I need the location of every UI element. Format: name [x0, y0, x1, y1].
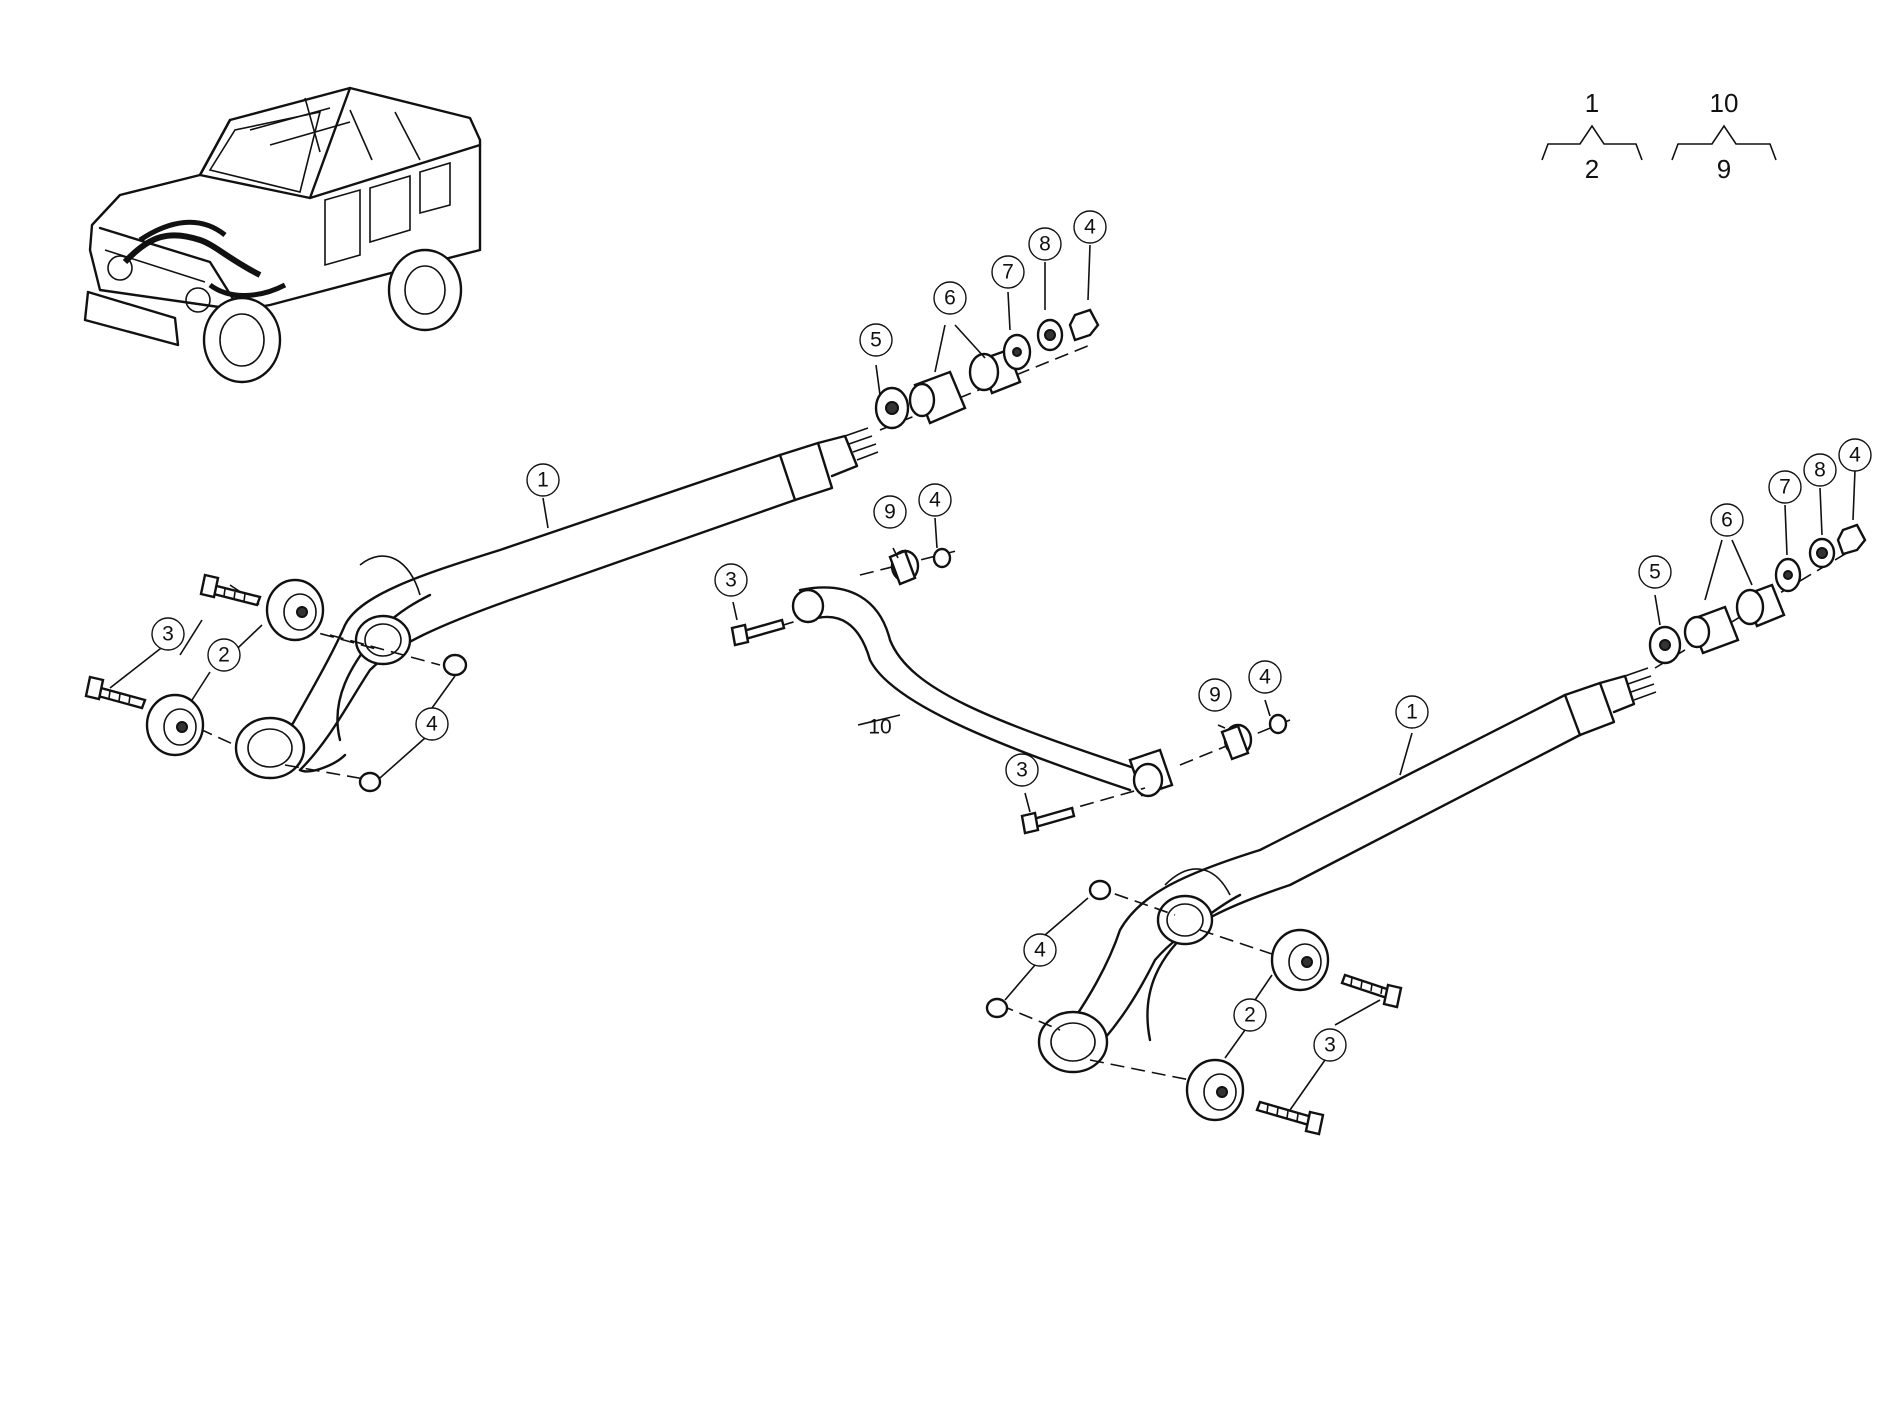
svg-text:7: 7 — [1002, 261, 1014, 284]
callout-7-left: 7 — [991, 255, 1025, 289]
svg-text:3: 3 — [725, 569, 737, 592]
right-front-bushings — [985, 879, 1403, 1136]
callout-4-right-top: 4 — [1838, 438, 1872, 472]
legend-bottom-1: 2 — [1585, 154, 1599, 184]
vehicle-thumbnail — [83, 86, 482, 384]
svg-text:3: 3 — [1016, 759, 1028, 782]
left-front-bushings — [84, 573, 468, 793]
label-10-track-bar: 10 — [868, 716, 891, 739]
callout-2-left: 2 — [207, 638, 241, 672]
callout-5-right: 5 — [1638, 555, 1672, 589]
legend: 1 2 10 9 — [1541, 88, 1777, 184]
legend-top-2: 10 — [1710, 88, 1739, 118]
callout-7-right: 7 — [1768, 470, 1802, 504]
callout-3-mid-bottom: 3 — [1005, 753, 1039, 787]
svg-text:4: 4 — [1084, 216, 1096, 239]
left-radius-arm — [234, 427, 879, 780]
svg-text:3: 3 — [162, 623, 174, 646]
svg-text:9: 9 — [884, 501, 896, 524]
callout-6-right: 6 — [1710, 503, 1744, 537]
callout-8-right: 8 — [1803, 453, 1837, 487]
callout-8-left: 8 — [1028, 227, 1062, 261]
leader-lines — [109, 244, 1856, 1111]
svg-text:4: 4 — [1034, 939, 1046, 962]
callout-9-mid-bottom: 9 — [1198, 678, 1232, 712]
svg-text:2: 2 — [218, 644, 230, 667]
callout-4-left-top: 4 — [1073, 210, 1107, 244]
callout-5-left: 5 — [859, 323, 893, 357]
svg-text:1: 1 — [537, 469, 549, 492]
callouts: 1 3 2 4 5 6 7 8 4 9 4 3 3 9 4 1 5 6 7 8 … — [151, 210, 1872, 1062]
track-bar — [730, 547, 1291, 835]
callout-6-left: 6 — [933, 281, 967, 315]
callout-3-mid-top: 3 — [714, 563, 748, 597]
svg-text:4: 4 — [1259, 666, 1271, 689]
svg-text:1: 1 — [1406, 701, 1418, 724]
svg-text:8: 8 — [1039, 233, 1051, 256]
left-bushing-stack — [874, 308, 1100, 431]
svg-text:8: 8 — [1814, 459, 1826, 482]
callout-1-left: 1 — [526, 463, 560, 497]
callout-3-right: 3 — [1313, 1028, 1347, 1062]
svg-text:6: 6 — [1721, 509, 1733, 532]
legend-top-1: 1 — [1585, 88, 1599, 118]
svg-text:2: 2 — [1244, 1004, 1256, 1027]
legend-bottom-2: 9 — [1717, 154, 1731, 184]
svg-text:3: 3 — [1324, 1034, 1336, 1057]
right-bushing-stack — [1648, 523, 1867, 669]
right-radius-arm — [1037, 667, 1657, 1074]
callout-4-mid-top: 4 — [918, 483, 952, 517]
svg-text:6: 6 — [944, 287, 956, 310]
callout-4-right: 4 — [1023, 933, 1057, 967]
svg-text:7: 7 — [1779, 476, 1791, 499]
svg-text:5: 5 — [1649, 561, 1661, 584]
svg-text:4: 4 — [1849, 444, 1861, 467]
callout-4-mid-bottom: 4 — [1248, 660, 1282, 694]
callout-4-left: 4 — [415, 707, 449, 741]
callout-2-right: 2 — [1233, 998, 1267, 1032]
svg-text:4: 4 — [426, 713, 438, 736]
svg-text:4: 4 — [929, 489, 941, 512]
callout-9-mid-top: 9 — [873, 495, 907, 529]
svg-text:9: 9 — [1209, 684, 1221, 707]
legend-group-1: 1 2 — [1541, 88, 1643, 184]
callout-3-left: 3 — [151, 617, 185, 651]
svg-text:5: 5 — [870, 329, 882, 352]
callout-1-right: 1 — [1395, 695, 1429, 729]
legend-group-2: 10 9 — [1671, 88, 1777, 184]
